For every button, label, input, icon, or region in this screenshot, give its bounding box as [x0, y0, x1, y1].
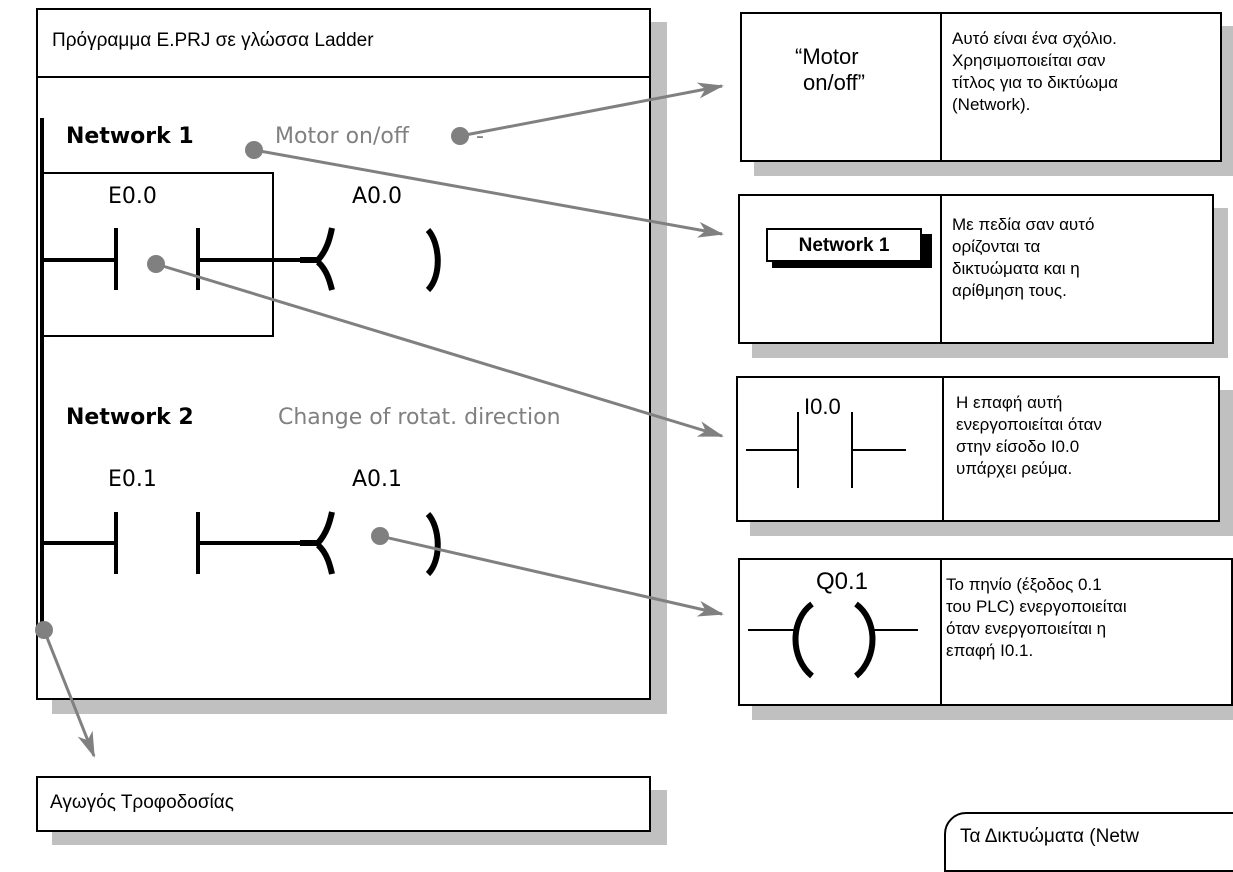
power-rail	[40, 118, 44, 628]
connector-contact	[147, 255, 724, 438]
power-rail-caption: Αγωγός Τροφοδοσίας	[50, 792, 234, 813]
selected-contact-box	[40, 172, 274, 337]
coil-a01-symbol	[300, 511, 441, 577]
callout-1-text: Αυτό είναι ένα σχόλιο. Χρησιμοποιείται σ…	[952, 29, 1118, 114]
coil-a01-label: A0.1	[352, 467, 403, 492]
network-1-label: Network 1	[66, 124, 194, 149]
callout-3-text: Η επαφή αυτή ενεργοποιείται όταν στην εί…	[956, 393, 1102, 478]
network-2-label: Network 2	[66, 405, 194, 430]
network-field-sample: Network 1	[766, 228, 922, 262]
contact-e01-label: E0.1	[108, 467, 157, 492]
callout-1-symbol-line-2: on/off”	[803, 70, 865, 95]
callout-4-text: Το πηνίο (έξοδος 0.1 του PLC) ενεργοποιε…	[946, 575, 1127, 660]
callout-1-divider	[940, 12, 942, 162]
callout-2-divider	[940, 194, 942, 344]
network-2-comment: Change of rotat. direction	[278, 405, 561, 430]
callout-contact	[736, 376, 1220, 522]
coil-a00-symbol	[300, 227, 441, 293]
coil-a00-label: A0.0	[352, 184, 403, 209]
diagram-graphics	[35, 82, 918, 758]
contact-i00-label: I0.0	[804, 394, 841, 419]
connector-coil	[371, 527, 724, 617]
program-panel	[36, 8, 651, 700]
network-1-comment-suffix: -	[476, 124, 484, 149]
connector-power-rail	[35, 621, 96, 758]
callout-1-symbol-line-1: “Motor	[795, 44, 859, 69]
coil-q01-label: Q0.1	[816, 568, 869, 595]
coil-q01-symbol	[748, 601, 918, 679]
program-title: Πρόγραμμα E.PRJ σε γλώσσα Ladder	[52, 30, 374, 51]
callout-3-divider	[942, 376, 944, 522]
callout-4-divider	[940, 558, 942, 706]
callout-comment	[740, 12, 1222, 162]
connector-network	[245, 141, 724, 238]
contact-e00-symbol	[42, 228, 300, 290]
contact-i00-symbol	[746, 412, 906, 488]
program-title-bar	[36, 8, 651, 78]
connector-comment	[451, 82, 724, 145]
network-1-comment: Motor on/off	[275, 124, 409, 149]
contact-e00-label: E0.0	[108, 184, 157, 209]
networks-note-text: Τα Δικτυώματα (Netw	[960, 826, 1139, 847]
power-rail-box	[36, 776, 651, 832]
callout-2-text: Με πεδία σαν αυτό ορίζονται τα δικτυώματ…	[952, 215, 1095, 300]
contact-e01-symbol	[42, 512, 300, 574]
callout-coil	[738, 558, 1233, 706]
callout-network	[738, 194, 1214, 344]
